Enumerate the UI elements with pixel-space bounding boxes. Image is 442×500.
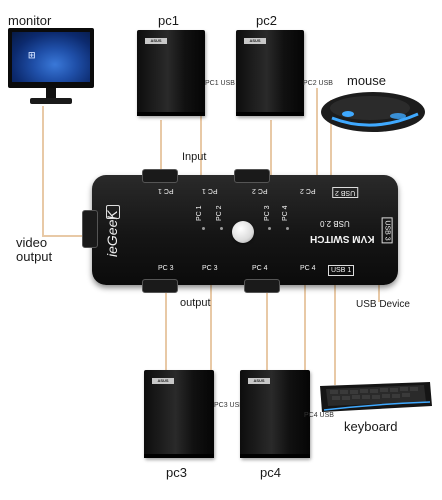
pc1-vga-port <box>142 169 178 183</box>
pc1-tower: ASUS <box>137 30 205 116</box>
pc4-tower: ASUS <box>240 370 310 458</box>
mouse-image <box>321 92 425 132</box>
bottom-port-label-3: PC 4 <box>252 265 268 272</box>
pc4-video-cable <box>266 285 268 370</box>
led-label-pc3: PC 3 <box>264 205 271 221</box>
output-label: output <box>180 297 211 309</box>
brand-badge-icon <box>106 205 120 219</box>
pc2-tower: ASUS <box>236 30 304 116</box>
monitor-cable <box>42 106 44 236</box>
keyboard-image <box>320 382 432 412</box>
pc3-brand: ASUS <box>152 378 174 384</box>
pc4-usb-label: PC4 USB <box>304 412 334 419</box>
pc4-vga-port <box>244 279 280 293</box>
keyboard-label: keyboard <box>344 419 398 434</box>
input-label: Input <box>182 151 207 163</box>
pc4-brand: ASUS <box>248 378 270 384</box>
led-pc4 <box>286 227 289 230</box>
led-pc3 <box>268 227 271 230</box>
monitor-logo: ⊞ <box>28 50 36 60</box>
top-port-label-5: USB 2 <box>332 187 359 198</box>
led-label-pc4: PC 4 <box>282 205 289 221</box>
pc2-video-cable <box>270 120 272 175</box>
switch-button[interactable] <box>232 221 254 243</box>
top-port-label-3: PC 2 <box>252 187 268 194</box>
led-pc1 <box>202 227 205 230</box>
monitor-screen: ⊞ <box>8 28 94 88</box>
pc3-tower: ASUS <box>144 370 214 458</box>
pc1-video-cable <box>160 120 162 180</box>
kvm-switch: PC 1 PC 1 PC 2 PC 2 USB 2 ieGeeK PC 1 PC… <box>92 169 398 293</box>
video-output-label-line1: video <box>16 235 48 250</box>
pc2-vga-port <box>234 169 270 183</box>
pc3-label: pc3 <box>166 465 187 480</box>
monitor-image: ⊞ <box>8 28 94 110</box>
pc1-label: pc1 <box>158 13 179 28</box>
mouse-cable <box>330 100 332 175</box>
pc3-video-cable <box>165 285 167 370</box>
bottom-port-label-5: USB 1 <box>328 265 355 276</box>
led-label-pc1: PC 1 <box>196 205 203 221</box>
side-port-label: USB 3 <box>381 217 393 244</box>
bottom-port-label-4: PC 4 <box>300 265 316 272</box>
monitor-label: monitor <box>8 13 52 28</box>
led-label-pc2: PC 2 <box>216 205 223 221</box>
monitor-cable-horizontal <box>42 235 92 237</box>
pc2-label: pc2 <box>256 13 277 28</box>
usb-device-label: USB Device <box>356 299 410 310</box>
bottom-port-label-2: PC 3 <box>202 265 218 272</box>
pc3-usb-cable <box>210 285 212 405</box>
top-port-label-2: PC 1 <box>202 187 218 194</box>
model-line-2: USB 2.0 <box>320 219 350 228</box>
pc1-brand: ASUS <box>145 38 167 44</box>
bottom-port-label-1: PC 3 <box>158 265 174 272</box>
pc2-usb-cable <box>316 88 318 178</box>
monitor-stand <box>46 88 56 98</box>
pc4-label: pc4 <box>260 465 281 480</box>
monitor-vga-port <box>82 210 98 248</box>
keyboard-cable <box>334 285 336 385</box>
pc1-usb-label: PC1 USB <box>205 80 235 87</box>
top-port-label-1: PC 1 <box>158 187 174 194</box>
led-pc2 <box>220 227 223 230</box>
video-output-label-line2: output <box>16 249 53 264</box>
pc3-vga-port <box>142 279 178 293</box>
pc1-usb-cable <box>200 88 202 178</box>
mouse-label: mouse <box>347 73 387 88</box>
pc2-brand: ASUS <box>244 38 266 44</box>
pc4-usb-cable <box>304 285 306 410</box>
monitor-base <box>30 98 72 104</box>
model-line-1: KVM SWITCH <box>310 233 375 244</box>
pc2-usb-label: PC2 USB <box>303 80 333 87</box>
top-port-label-4: PC 2 <box>300 187 316 194</box>
pc3-usb-label: PC3 USB <box>214 402 244 409</box>
